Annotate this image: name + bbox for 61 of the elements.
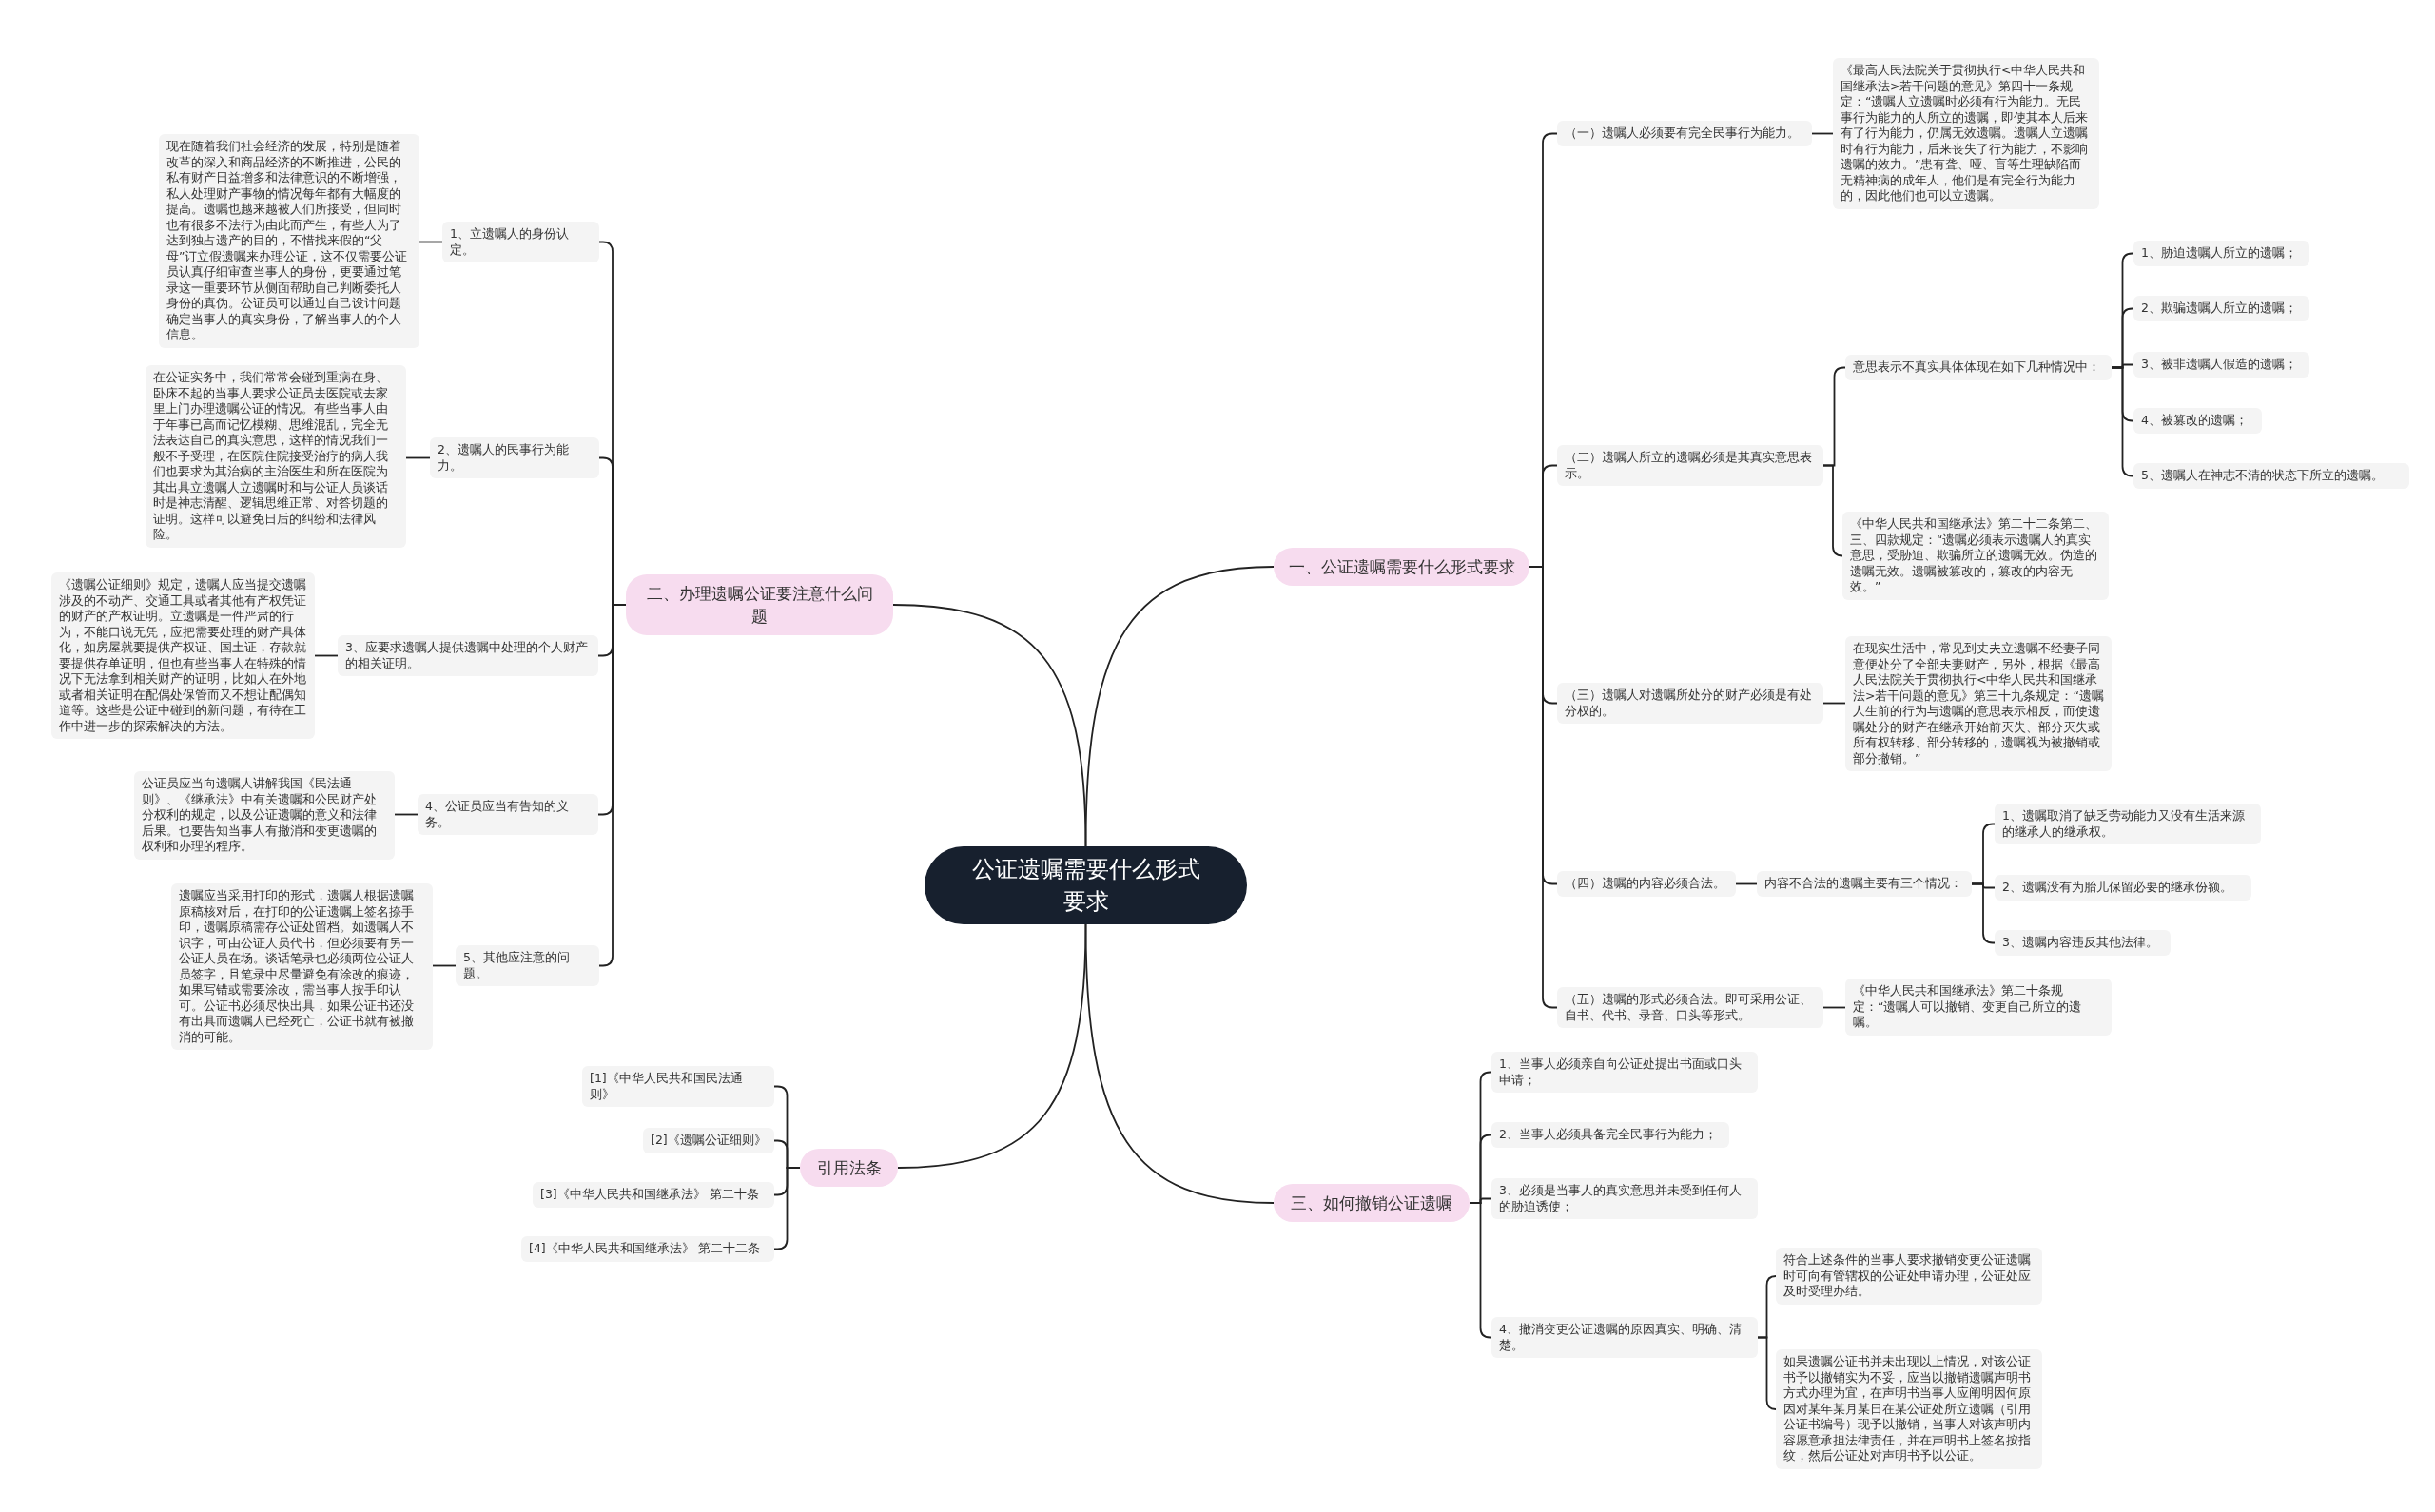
topic-box: 《中华人民共和国继承法》第二十条规定：“遗嘱人可以撤销、变更自己所立的遗嘱。 [1845,979,2112,1036]
connector-line [394,813,419,816]
connector-line [419,241,443,243]
topic-box: [3]《中华人民共和国继承法》 第二十条 [533,1182,774,1208]
topic-box: 3、遗嘱内容违反其他法律。 [1995,930,2171,956]
connector-line [314,654,339,657]
connector-line [1757,1336,1777,1410]
topic-box: 在公证实务中，我们常常会碰到重病在身、卧床不起的当事人要求公证员去医院或去家里上门办理遗嘱公证的情况。有些当事人由于年事已高而记忆模糊、思维混乱，完全无法表达自己的真实意思，这样的情况我们一般不予受理，在医院住院接受治疗的病人我们也要求为其治病的主治医生和所在医院为其出具立遗嘱人立遗嘱时和与公证人员谈话时是神志清醒、逻辑思维正常、对答切题的证明。这样可以避免日后的纠纷和法律风险。 [146,365,406,548]
central-topic: 公证遗嘱需要什么形式要求 [925,846,1247,924]
topic-box: 遗嘱应当采用打印的形式，遗嘱人根据遗嘱原稿核对后，在打印的公证遗嘱上签名捺手印，遗嘱原稿需存公证处留档。如遗嘱人不识字，可由公证人员代书，但必须要有另一公证人员在场。谈话笔录也必须两位公证人员签字，且笔录中尽量避免有涂改的痕迹，如果写错或需要涂改，需当事人按手印认可。公证书必须尽快出具，如果公证书还没有出具而遗嘱人已经死亡，公证书就有被撤消的可能。 [171,883,433,1050]
topic-box: [1]《中华人民共和国民法通则》 [582,1066,774,1107]
branch-topic: 二、办理遗嘱公证要注意什么问题 [626,574,893,635]
connector-line [432,964,457,967]
topic-box: 2、遗嘱没有为胎儿保留必要的继承份额。 [1995,875,2251,901]
connector-line [1084,566,1275,847]
connector-line [773,1167,801,1250]
topic-box: （三）遗嘱人对遗嘱所处分的财产必须是有处分权的。 [1557,683,1823,724]
topic-box: 1、遗嘱取消了缺乏劳动能力又没有生活来源的继承人的继承权。 [1995,804,2261,844]
topic-box: [2]《遗嘱公证细则》 [643,1128,774,1153]
topic-box: 3、应要求遗嘱人提供遗嘱中处理的个人财产的相关证明。 [338,635,598,676]
topic-box: 4、被篡改的遗嘱； [2133,408,2262,434]
topic-box: 公证员应当向遗嘱人讲解我国《民法通则》、《继承法》中有关遗嘱和公民财产处分权利的规定，以及公证遗嘱的意义和法律后果。也要告知当事人有撤消和变更遗嘱的权利和办理的程序。 [134,771,395,860]
connector-line [1084,923,1275,1204]
topic-box: （一）遗嘱人必须要有完全民事行为能力。 [1557,121,1812,146]
topic-box: 现在随着我们社会经济的发展，特别是随着改革的深入和商品经济的不断推进，公民的私有财产日益增多和法律意识的不断增强，私人处理财产事物的情况每年都有大幅度的提高。遗嘱也越来越被人们所接受，但同时也有很多不法行为由此而产生，有些人为了达到独占遗产的目的，不惜找来假的“父母”订立假遗嘱来办理公证，这不仅需要公证员认真仔细审查当事人的身份，更要通过笔录这一重要环节从侧面帮助自己判断委托人身份的真伪。公证员可以通过自己设计问题确定当事人的真实身份，了解当事人的个人信息。 [159,134,419,348]
topic-box: 3、必须是当事人的真实意思并未受到任何人的胁迫诱使； [1491,1178,1758,1219]
topic-box: 5、其他应注意的问题。 [456,945,599,986]
topic-box: 1、胁迫遗嘱人所立的遗嘱； [2133,241,2309,266]
branch-topic: 三、如何撤销公证遗嘱 [1274,1184,1470,1222]
topic-box: 《遗嘱公证细则》规定，遗嘱人应当提交遗嘱涉及的不动产、交通工具或者其他有产权凭证的财产的产权证明。立遗嘱是一件严肃的行为，不能口说无凭，应把需要处理的财产具体化，如房屋就要提供产权证、国土证，存款就要提供存单证明，但也有些当事人在特殊的情况下无法拿到相关财产的证明，比如人在外地或者相关证明在配偶处保管而又不想让配偶知道等。这些是公证中碰到的新问题，有待在工作中进一步的探索解决的方法。 [51,572,315,739]
topic-box: 2、遗嘱人的民事行为能力。 [430,437,599,478]
connector-line [2111,366,2134,477]
connector-line [1971,882,1996,944]
branch-topic: 一、公证遗嘱需要什么形式要求 [1274,548,1529,586]
connector-line [1822,464,1843,557]
topic-box: 4、撤消变更公证遗嘱的原因真实、明确、清楚。 [1491,1317,1758,1358]
topic-box: 《最高人民法院关于贯彻执行<中华人民共和国继承法>若干问题的意见》第四十一条规定：“遗嘱人立遗嘱时必须有行为能力。无民事行为能力的人所立的遗嘱，即使其本人后来有了行为能力，仍属无效遗嘱。遗嘱人立遗嘱时有行为能力，后来丧失了行为能力，不影响遗嘱的效力。”患有聋、哑、盲等生理缺陷而无精神病的成年人，他们是有完全行为能力的，因此他们也可以立遗嘱。 [1833,58,2099,209]
topic-box: 符合上述条件的当事人要求撤销变更公证遗嘱时可向有管辖权的公证处申请办理，公证处应及时受理办结。 [1776,1248,2042,1305]
topic-box: 4、公证员应当有告知的义务。 [418,794,598,835]
topic-box: 意思表示不真实具体体现在如下几种情况中： [1845,355,2112,380]
topic-box: 3、被非遗嘱人假造的遗嘱； [2133,352,2309,378]
topic-box: 2、当事人必须具备完全民事行为能力； [1491,1122,1729,1148]
connector-line [1822,702,1846,705]
topic-box: 《中华人民共和国继承法》第二十二条第二、三、四款规定：“遗嘱必须表示遗嘱人的真实意思，受胁迫、欺骗所立的遗嘱无效。伪造的遗嘱无效。遗嘱被篡改的，篡改的内容无效。” [1842,512,2109,600]
topic-box: （五）遗嘱的形式必须合法。即可采用公证、自书、代书、录音、口头等形式。 [1557,987,1823,1028]
topic-box: 1、立遗嘱人的身份认定。 [442,222,599,262]
connector-line [1811,132,1834,135]
topic-box: 如果遗嘱公证书并未出现以上情况，对该公证书予以撤销实为不妥，应当以撤销遗嘱声明书方式办理为宜，在声明书当事人应阐明因何原因对某年某月某日在某公证处所立遗嘱（引用公证书编号）现予以撤销，当事人对该声明内容愿意承担法律责任，并在声明书上签名按指纹，然后公证处对声明书予以公证。 [1776,1349,2042,1469]
connector-line [1735,882,1758,885]
connector-line [1822,1006,1846,1009]
topic-box: [4]《中华人民共和国继承法》 第二十二条 [521,1236,774,1262]
topic-box: （二）遗嘱人所立的遗嘱必须是其真实意思表示。 [1557,445,1823,486]
topic-box: 1、当事人必须亲自向公证处提出书面或口头申请； [1491,1052,1758,1093]
connector-line [1469,1202,1492,1339]
topic-box: 5、遗嘱人在神志不清的状态下所立的遗嘱。 [2133,463,2409,489]
topic-box: 内容不合法的遗嘱主要有三个情况： [1757,871,1972,897]
topic-box: （四）遗嘱的内容必须合法。 [1557,871,1736,897]
connector-line [405,456,431,459]
topic-box: 2、欺骗遗嘱人所立的遗嘱； [2133,296,2309,321]
branch-topic: 引用法条 [800,1149,898,1187]
topic-box: 在现实生活中，常见到丈夫立遗嘱不经妻子同意便处分了全部夫妻财产，另外，根据《最高人民法院关于贯彻执行<中华人民共和国继承法>若干问题的意见》第三十九条规定：“遗嘱人生前的行为与遗嘱的意思表示相反，而使遗嘱处分的财产在继承开始前灭失、部分灭失或所有权转移、部分转移的，遗嘱视为被撤销或部分撤销。” [1845,636,2112,771]
